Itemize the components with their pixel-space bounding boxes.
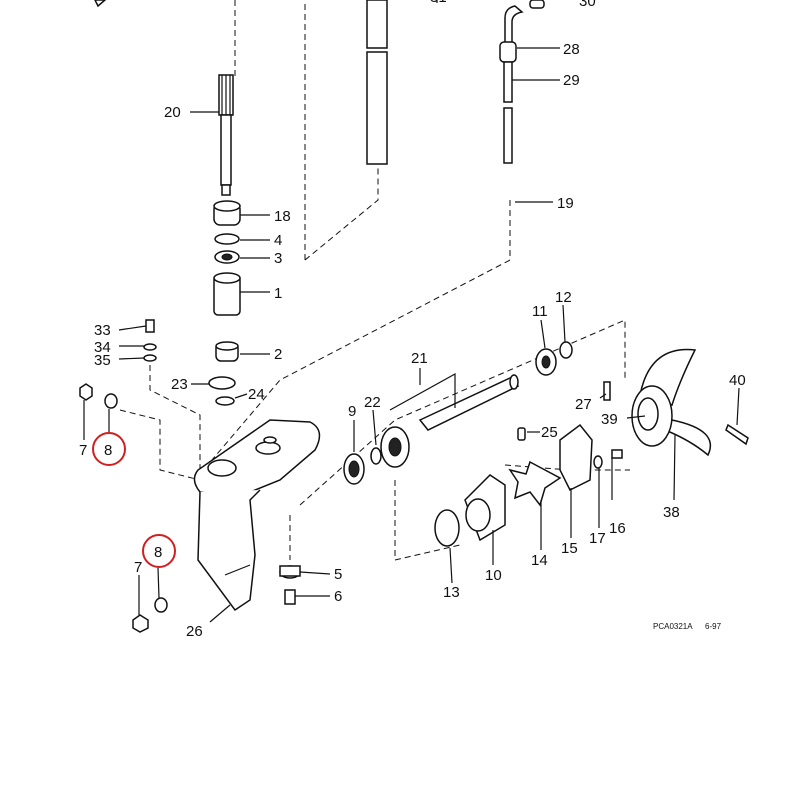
- callout-21: 21: [411, 350, 428, 367]
- callout-3: 3: [274, 250, 282, 267]
- bearing-parts: [535, 341, 573, 376]
- small-hardware: [79, 319, 236, 633]
- callout-29: 29: [563, 72, 580, 89]
- callout-1: 1: [274, 285, 282, 302]
- callout-5: 5: [334, 566, 342, 583]
- leader-lines: [83, 47, 740, 623]
- callout-38: 38: [663, 504, 680, 521]
- callout-31: 31: [430, 0, 447, 6]
- callout-23: 23: [171, 376, 188, 393]
- callout-35: 35: [94, 352, 111, 369]
- callout-28: 28: [563, 41, 580, 58]
- callout-39: 39: [601, 411, 618, 428]
- callout-7-upper: 7: [79, 442, 87, 459]
- gearcase-housing: [193, 419, 321, 612]
- callout-40: 40: [729, 372, 746, 389]
- callout-11: 11: [532, 303, 548, 320]
- callout-8-upper: 8: [104, 442, 112, 459]
- callout-13: 13: [443, 584, 460, 601]
- callout-25: 25: [541, 424, 558, 441]
- highlight-circle-lower: [142, 534, 176, 568]
- propshaft-assembly: [343, 374, 520, 485]
- callout-19: 19: [557, 195, 574, 212]
- callout-4: 4: [274, 232, 282, 249]
- callout-7-lower: 7: [134, 559, 142, 576]
- callout-33: 33: [94, 322, 111, 339]
- callout-17: 17: [589, 530, 606, 547]
- diagram-date: 6-97: [705, 622, 722, 631]
- housing-plug-parts: [279, 565, 301, 605]
- callout-12: 12: [555, 289, 572, 306]
- callout-2: 2: [274, 346, 282, 363]
- callout-10: 10: [485, 567, 502, 584]
- callout-8-lower: 8: [154, 544, 162, 561]
- callout-26: 26: [186, 623, 203, 640]
- callout-24: 24: [248, 386, 265, 403]
- callout-27: 27: [575, 396, 592, 413]
- callout-9: 9: [348, 403, 356, 420]
- water-pump-parts: [434, 423, 623, 547]
- highlight-circles: [92, 432, 176, 568]
- callout-34: 34: [94, 339, 111, 356]
- top-cut-parts: [94, 0, 545, 165]
- shaft-stack: [213, 200, 241, 362]
- callout-14: 14: [531, 552, 548, 569]
- drive-shaft: [218, 74, 234, 196]
- callout-16: 16: [609, 520, 626, 537]
- diagram-code: PCA0321A: [653, 622, 693, 631]
- callout-20: 20: [164, 104, 181, 121]
- callout-30: 30: [579, 0, 596, 10]
- callout-18: 18: [274, 208, 291, 225]
- diagram-reference: PCA0321A 6-97: [653, 622, 722, 631]
- callout-6: 6: [334, 588, 342, 605]
- propeller-parts: [603, 348, 749, 457]
- callout-22: 22: [364, 394, 381, 411]
- highlight-circle-upper: [92, 432, 126, 466]
- callout-15: 15: [561, 540, 578, 557]
- callout-labels: 31 30 28 29 20 19 18 4 3 1 2 33 34 35 23…: [79, 0, 746, 640]
